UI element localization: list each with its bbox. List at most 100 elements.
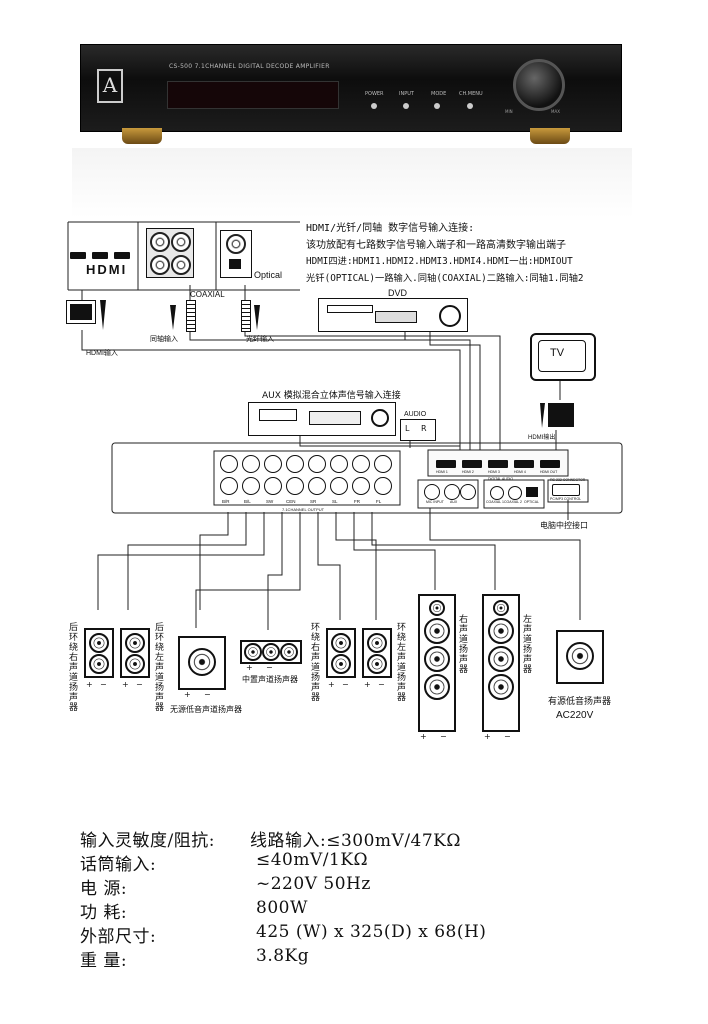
rear-hdmi-label-1: HDMI 1 [436, 470, 448, 474]
dvd-player [318, 298, 468, 332]
coax-label-1: COAXIAL 1 [486, 500, 504, 504]
speaker-surround-left [362, 628, 392, 678]
speaker-cone [367, 633, 387, 653]
digital-input-line2: HDMI四进:HDMI1.HDMI2.HDMI3.HDMI4.HDMI一出:HD… [306, 256, 573, 267]
label-center: 中置声道扬声器 [242, 675, 298, 684]
output-jack [330, 455, 348, 473]
terminal-plus: + [420, 732, 427, 741]
speaker-center [240, 640, 302, 664]
tweeter [493, 600, 509, 616]
rca-jack [171, 255, 191, 275]
tweeter [429, 600, 445, 616]
speaker-cone [89, 633, 109, 653]
volume-knob [513, 59, 565, 111]
spec-value-sensitivity: 线路输入:≤300mV/47KΩ [250, 831, 461, 851]
speaker-cone [488, 674, 514, 700]
coaxial-label: COAXIAL [190, 290, 225, 299]
aux-knob [371, 409, 389, 427]
spec-value-weight: 3.8Kg [256, 946, 310, 966]
audio-jack-box: L R [400, 419, 436, 441]
spec-label-dimensions: 外部尺寸: [80, 927, 157, 947]
audio-l: L [405, 424, 410, 433]
speaker-cone [244, 643, 262, 661]
output-jack [308, 455, 326, 473]
spec-label-weight: 重 量: [80, 951, 128, 971]
rear-hdmi-2 [462, 460, 482, 468]
terminal-minus: − [100, 680, 107, 689]
speaker-cone [280, 643, 298, 661]
output-jack [286, 477, 304, 495]
rca-jack [226, 234, 246, 254]
coax-jack-1 [490, 486, 504, 500]
aux-panel [309, 411, 361, 425]
aux-label: AUX [450, 500, 458, 504]
output-title: 7.1CHANNEL OUTPUT [282, 507, 325, 512]
digital-input-line3: 光钎(OPTICAL)一路输入.同轴(COAXIAL)二路输入:同轴1.同轴2 [306, 273, 584, 284]
label-rear-right: 后环绕右声道扬声器 [67, 622, 77, 712]
label-active-sub: 有源低音扬声器 [548, 697, 612, 707]
terminal-plus: + [328, 680, 335, 689]
terminal-plus: + [484, 732, 491, 741]
channel-label-sl: SL [332, 499, 338, 504]
output-jack [374, 455, 392, 473]
terminal-minus: − [204, 690, 211, 699]
power-button [371, 103, 377, 109]
speaker-cone [424, 646, 450, 672]
brand-logo: A [97, 69, 123, 103]
aux-display [259, 409, 297, 421]
hdmi-in-label: HDMI输入 [86, 350, 118, 357]
speaker-cone [331, 633, 351, 653]
speaker-rear-right [84, 628, 114, 678]
aux-heading: AUX 模拟混合立体声信号输入连接 [262, 391, 401, 401]
optical-port [229, 259, 241, 269]
amp-foot-left [122, 128, 162, 144]
channel-label-fl: FL [376, 499, 382, 504]
speaker-front-left [482, 594, 520, 732]
volume-max-label: MAX [551, 109, 560, 114]
aux-jack-r [460, 484, 476, 500]
label-ac220v: AC220V [556, 710, 594, 721]
spec-value-consumption: 800W [256, 898, 308, 918]
tv-label: TV [550, 347, 565, 359]
dvd-knob [439, 305, 461, 327]
rear-hdmi-label-3: HDMI 3 [488, 470, 500, 474]
speaker-cone [566, 642, 594, 670]
channel-label-bl: B/L [244, 499, 251, 504]
input-button [403, 103, 409, 109]
output-jack [286, 455, 304, 473]
mode-button [434, 103, 440, 109]
label-surround-left: 环绕左声道扬声器 [395, 622, 405, 702]
vfd-display [167, 81, 339, 109]
spec-value-dimensions: 425 (W) x 325(D) x 68(H) [256, 922, 487, 942]
terminal-plus: + [184, 690, 191, 699]
rs232-label: RS-232 CONNECTOR [550, 478, 586, 482]
spec-value-mic: ≤40mV/1KΩ [256, 850, 369, 870]
mode-label: MODE [431, 91, 447, 97]
dvd-label: DVD [388, 288, 408, 298]
pc-control-label: PC/MP3 CONTROL [550, 497, 582, 501]
optical-port-label: OPTICAL [524, 500, 539, 504]
digital-input-line1: 该功放配有七路数字信号输入端子和一路高清数字输出端子 [306, 240, 566, 251]
channel-label-fr: FR [354, 499, 360, 504]
spec-value-power: ~220V 50Hz [256, 874, 371, 894]
speaker-rear-left [120, 628, 150, 678]
terminal-minus: − [504, 732, 511, 741]
tv-screen [538, 340, 586, 372]
coax-jack-2 [508, 486, 522, 500]
audio-r: R [421, 424, 427, 433]
channel-label-br: B/R [222, 499, 230, 504]
spec-label-mic: 话筒输入: [80, 855, 157, 875]
output-jacks [214, 451, 400, 505]
hdmi-label: HDMI [86, 262, 128, 277]
rear-hdmi-label-out: HDMI OUT [540, 470, 558, 474]
digital-input-heading: HDMI/光钎/同轴 数字信号输入连接: [306, 223, 475, 234]
terminal-minus: − [136, 680, 143, 689]
rear-hdmi-label-4: HDMI 4 [514, 470, 526, 474]
speaker-active-sub [556, 630, 604, 684]
terminal-minus: − [266, 663, 273, 672]
rs232-port [552, 484, 580, 496]
speaker-cone [262, 643, 280, 661]
terminal-plus: + [246, 663, 253, 672]
speaker-cone [488, 646, 514, 672]
digital-audio-label: DIGITAL AUDIO [488, 477, 514, 481]
